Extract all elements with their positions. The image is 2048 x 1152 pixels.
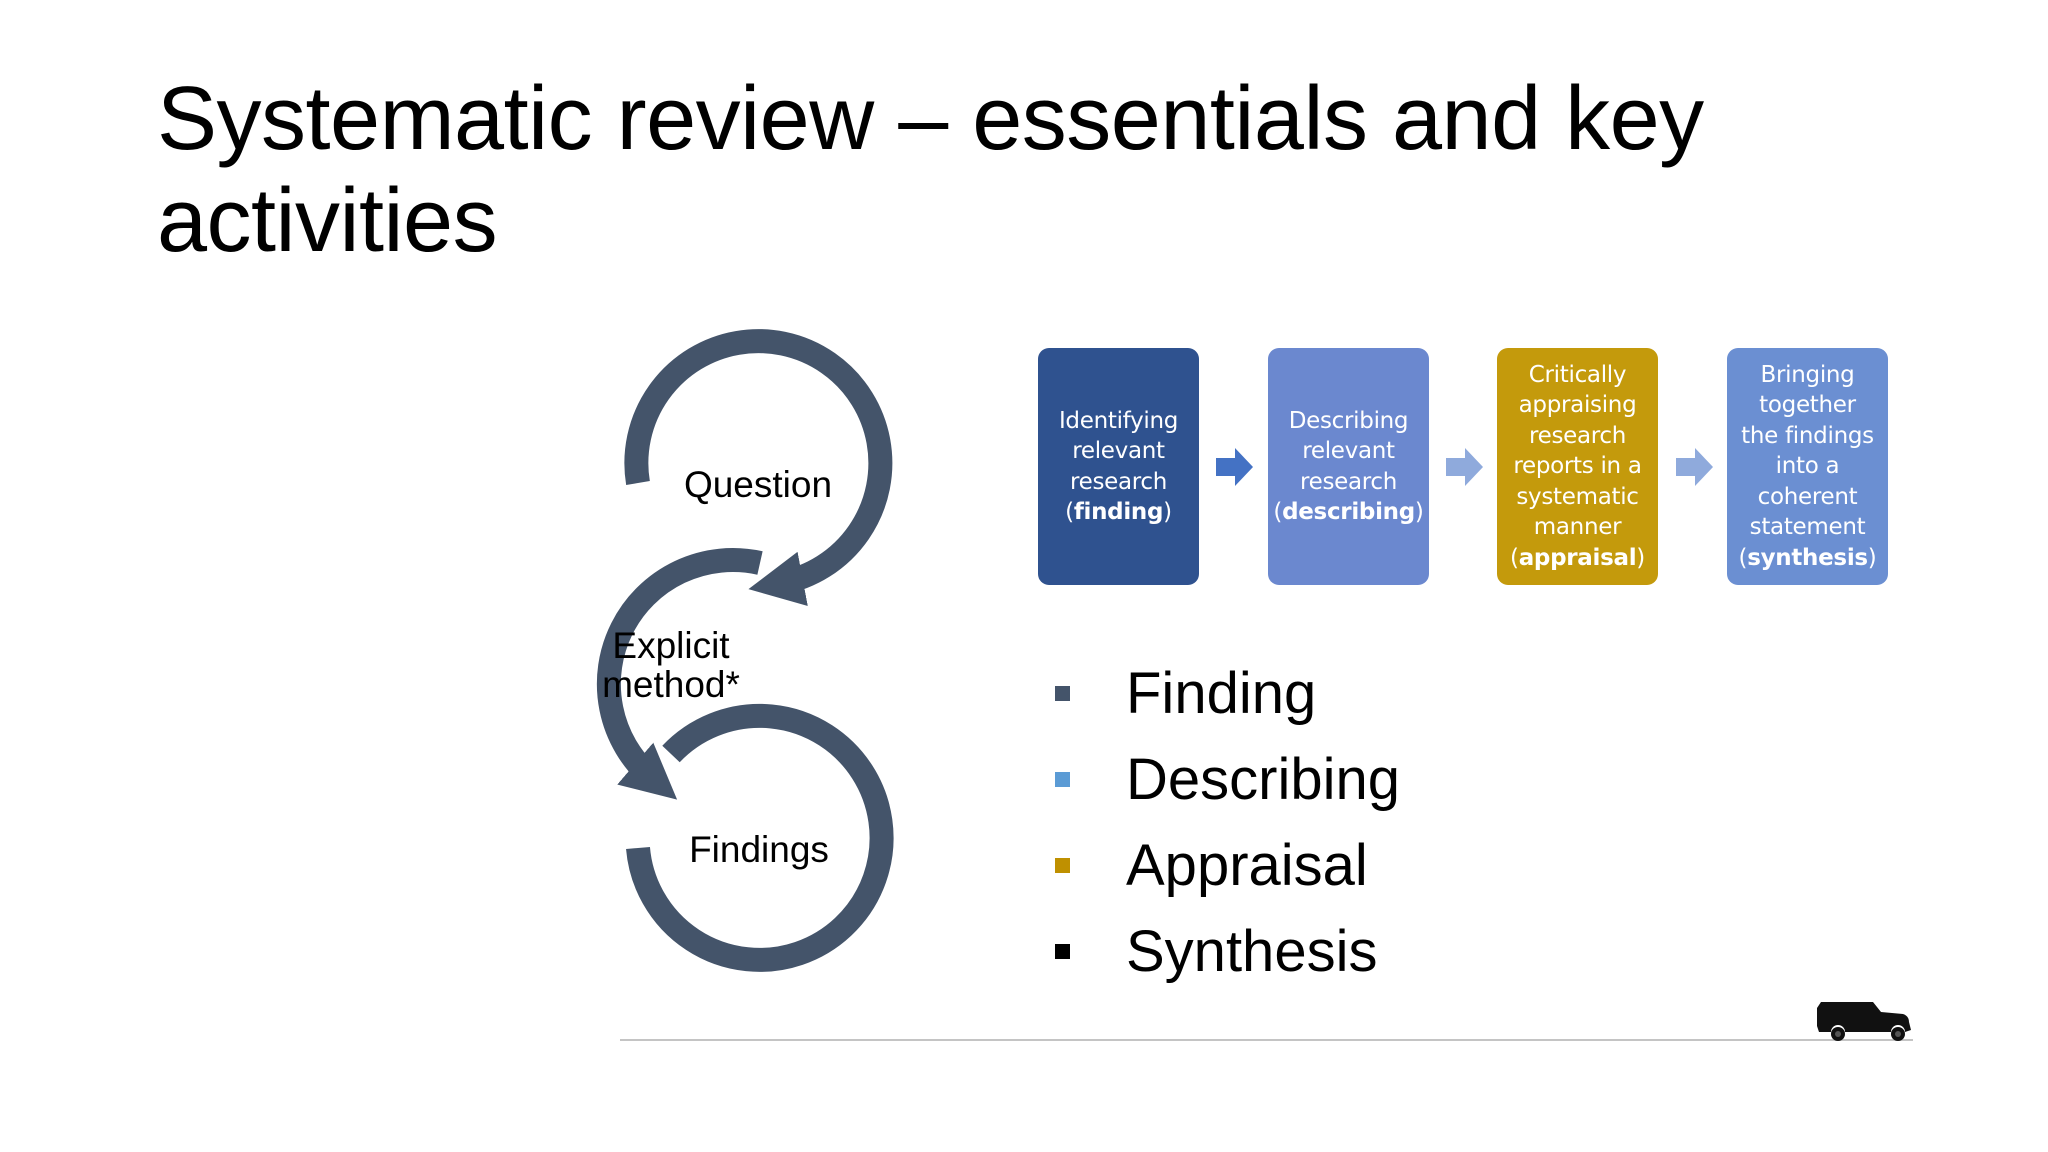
box-keyword: appraisal bbox=[1518, 544, 1637, 571]
activities-list: Finding Describing Appraisal Synthesis bbox=[1055, 650, 1400, 994]
box-line: research bbox=[1528, 422, 1627, 449]
bullet-label: Synthesis bbox=[1126, 918, 1378, 984]
process-box-describing: Describing relevant research (describing… bbox=[1268, 348, 1429, 585]
method-label-line2: method* bbox=[602, 664, 740, 705]
box-line: relevant bbox=[1072, 438, 1165, 464]
flow-arrow-shape bbox=[1446, 448, 1483, 486]
box-line: Bringing bbox=[1760, 361, 1855, 388]
flow-arrow-shape bbox=[1676, 448, 1713, 486]
bullet-label: Describing bbox=[1126, 746, 1400, 812]
box-line: systematic bbox=[1516, 483, 1639, 510]
box-line: statement bbox=[1749, 514, 1866, 541]
findings-label: Findings bbox=[689, 829, 829, 870]
question-label: Question bbox=[684, 464, 832, 505]
bullet-label: Finding bbox=[1126, 660, 1317, 726]
process-box-text: Bringing together the findings into a co… bbox=[1738, 361, 1877, 571]
process-box-text: Describing relevant research (describing… bbox=[1273, 407, 1424, 526]
box-line: reports in a bbox=[1513, 453, 1642, 480]
box-line: relevant bbox=[1302, 438, 1395, 464]
bullet-square-icon bbox=[1055, 685, 1070, 701]
list-item: Appraisal bbox=[1055, 822, 1400, 908]
car-icon bbox=[1817, 1002, 1911, 1041]
box-line: Critically bbox=[1528, 361, 1627, 388]
box-line: together bbox=[1759, 392, 1856, 419]
list-item: Synthesis bbox=[1055, 908, 1400, 994]
process-box-synthesis: Bringing together the findings into a co… bbox=[1727, 348, 1888, 585]
box-keyword: synthesis bbox=[1747, 544, 1868, 571]
box-line: coherent bbox=[1757, 483, 1858, 510]
bullet-square-icon bbox=[1055, 857, 1070, 873]
question-arc bbox=[624, 329, 893, 606]
flow-arrow-shape bbox=[1216, 448, 1253, 486]
box-line: Describing bbox=[1288, 407, 1409, 434]
slide-title: Systematic review – essentials and key a… bbox=[157, 69, 1704, 271]
box-line: Identifying bbox=[1058, 407, 1179, 434]
box-line: research bbox=[1069, 468, 1168, 495]
flow-arrow-1 bbox=[1216, 448, 1253, 486]
box-keyword: describing bbox=[1282, 499, 1415, 525]
process-box-finding: Identifying relevant research (finding) bbox=[1038, 348, 1199, 585]
flow-arrow-3 bbox=[1676, 448, 1713, 486]
list-item: Finding bbox=[1055, 650, 1400, 736]
bullet-label: Appraisal bbox=[1126, 832, 1368, 898]
process-box-appraisal: Critically appraising research reports i… bbox=[1497, 348, 1658, 585]
list-item: Describing bbox=[1055, 736, 1400, 822]
box-line: manner bbox=[1533, 514, 1622, 541]
box-line: into a bbox=[1775, 453, 1840, 480]
box-line: the findings bbox=[1741, 422, 1874, 449]
flow-arrow-2 bbox=[1446, 448, 1483, 486]
method-arc bbox=[596, 548, 763, 800]
bullet-square-icon bbox=[1055, 771, 1070, 787]
box-keyword: finding bbox=[1073, 499, 1164, 525]
process-box-text: Critically appraising research reports i… bbox=[1510, 361, 1645, 571]
process-box-text: Identifying relevant research (finding) bbox=[1058, 407, 1179, 526]
method-label-line1: Explicit bbox=[612, 625, 730, 666]
bullet-square-icon bbox=[1055, 943, 1070, 959]
box-line: research bbox=[1299, 468, 1398, 495]
findings-arc bbox=[626, 703, 894, 972]
baseline-divider bbox=[620, 1039, 1913, 1041]
box-line: appraising bbox=[1518, 392, 1637, 419]
